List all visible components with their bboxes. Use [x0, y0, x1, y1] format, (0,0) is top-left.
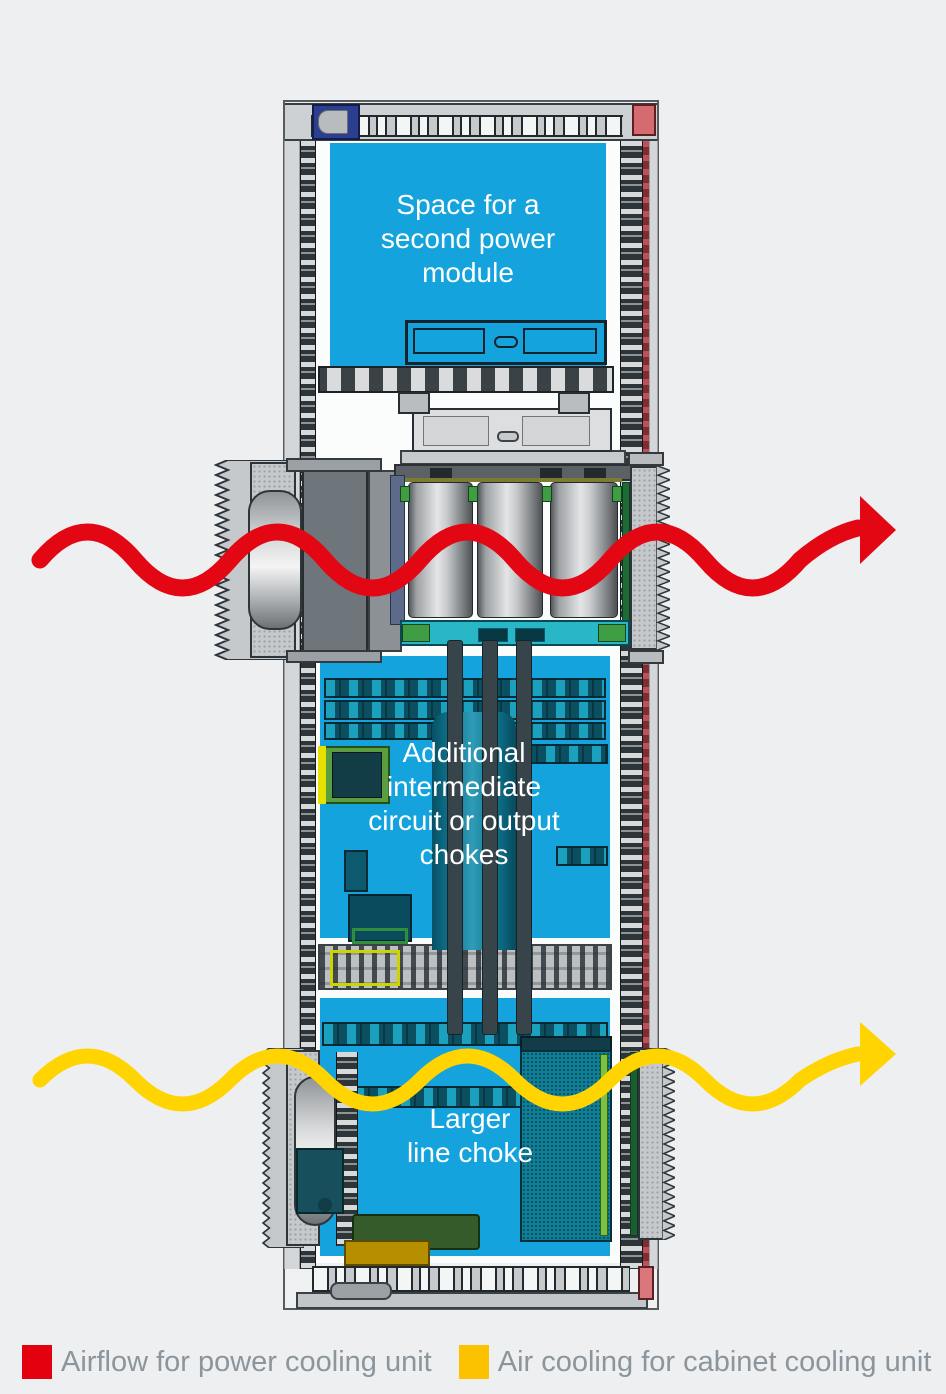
base-foot-round	[330, 1282, 392, 1300]
capacitor-top-rail	[398, 478, 622, 482]
bottom-perforation-row	[312, 1266, 630, 1292]
dc-cable-1	[447, 640, 463, 1035]
right-mounting-rail	[620, 141, 643, 1269]
power-module-panel-left	[413, 328, 485, 354]
legend: Airflow for power cooling unit Air cooli…	[22, 1341, 931, 1383]
dc-cable-2	[482, 640, 498, 1035]
heatsink-bottom-fins-zigzag	[662, 1048, 675, 1240]
control-module-recess-left	[423, 416, 489, 446]
intermediate-choke-cylinder	[432, 712, 516, 950]
terminal-chain-small-right	[556, 846, 608, 866]
rail-bracket-right	[558, 392, 590, 414]
heatsink-bottom-body	[638, 1048, 664, 1240]
legend-label-cabinet-cooling: Air cooling for cabinet cooling unit	[497, 1345, 932, 1378]
busbar-mount-1	[430, 468, 452, 478]
busbar-mount-3	[584, 468, 606, 478]
component-gold	[344, 1240, 430, 1266]
power-fan-rotor	[248, 490, 302, 630]
base-latch-red	[638, 1266, 654, 1300]
terminal-chain-row-1	[324, 678, 606, 698]
legend-item-cabinet-cooling: Air cooling for cabinet cooling unit	[458, 1345, 932, 1379]
base-bar-green-right	[598, 624, 626, 642]
legend-label-power-cooling: Airflow for power cooling unit	[61, 1345, 432, 1378]
legend-swatch-red	[22, 1345, 52, 1379]
component-dot	[318, 1198, 332, 1212]
line-choke-panel-label: Larger line choke	[406, 1103, 534, 1168]
choke-connector-chain-1	[322, 1022, 608, 1046]
heatsink-bottom-green-edge	[630, 1052, 638, 1236]
right-rail-red-stripe	[643, 141, 649, 1269]
legend-swatch-yellow	[458, 1345, 489, 1379]
heatsink-mid-cap-bottom	[628, 650, 664, 664]
right-frame-column	[649, 141, 658, 1269]
left-mounting-rail	[300, 141, 316, 1269]
power-module-connector	[494, 336, 518, 348]
component-green-frame	[352, 928, 408, 944]
top-perforation-row	[311, 115, 623, 137]
power-module-panel-right	[523, 328, 597, 354]
busbar-mount-2	[540, 468, 562, 478]
capacitor-clamp-green-1	[400, 486, 410, 502]
space-highlight-panel	[330, 143, 606, 393]
component-small-1	[344, 850, 368, 892]
capacitor-clamp-green-4	[612, 486, 622, 502]
base-bar-green-left	[402, 624, 430, 642]
wire-loop-yellow	[330, 950, 400, 986]
contactor-yellow-edge	[318, 746, 326, 804]
rail-bracket-left	[398, 392, 430, 414]
heatsink-mid-cap-top	[628, 452, 664, 466]
line-choke-green-strip	[600, 1054, 608, 1236]
dc-cable-3	[516, 640, 532, 1035]
chokes-panel-label: Additional intermediate circuit or outpu…	[368, 737, 560, 870]
capacitor-clamp-green-2	[468, 486, 478, 502]
power-module-outline	[405, 320, 607, 365]
left-frame-column	[284, 141, 300, 1269]
control-module-tray	[400, 450, 626, 465]
space-panel-label: Space for a second power module	[380, 189, 556, 288]
top-latch-red	[632, 104, 656, 136]
contactor-body	[332, 752, 382, 798]
terminal-block-band	[318, 944, 612, 990]
valve-component-small	[296, 1148, 344, 1214]
power-fan-top-lip	[286, 458, 382, 472]
dsub-connector	[497, 431, 519, 442]
top-hinge-knob	[318, 110, 348, 134]
control-module-recess-right	[522, 416, 590, 446]
heatsink-mid-body	[630, 466, 658, 650]
capacitor-clamp-green-3	[542, 486, 552, 502]
power-cooling-airflow-arrow	[31, 496, 896, 597]
cabinet-cooling-airflow-arrow	[32, 1022, 896, 1112]
legend-item-power-cooling: Airflow for power cooling unit	[22, 1345, 432, 1379]
power-fan-bottom-lip	[286, 650, 382, 663]
line-choke-core	[520, 1050, 612, 1242]
din-rail-upper	[318, 366, 614, 393]
heatsink-mid-fins-zigzag	[656, 466, 670, 650]
